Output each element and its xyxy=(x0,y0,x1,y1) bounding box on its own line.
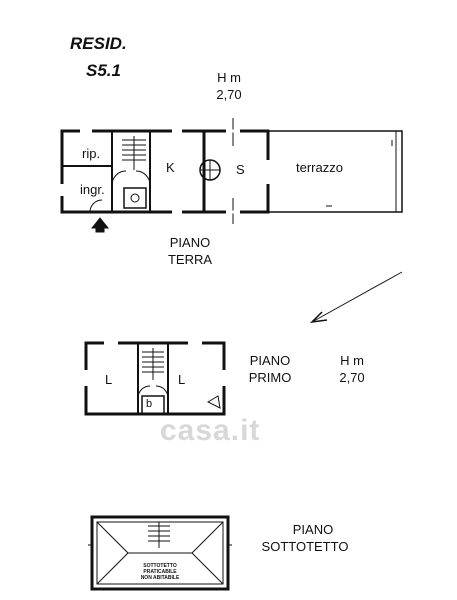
ground-height-value: 2,70 xyxy=(216,87,242,102)
room-b: b xyxy=(146,398,153,410)
first-floor-name-1: PIANO xyxy=(249,353,291,368)
attic-note-line-1: SOTTOTETTO xyxy=(143,563,177,569)
attic-note-line-2: PRATICABILE xyxy=(143,569,177,575)
attic-floor-name-1: PIANO xyxy=(292,522,334,537)
ground-floor-name-2: TERRA xyxy=(167,252,213,267)
attic-note-line-3: NON ABITABILE xyxy=(140,575,180,581)
ground-stair xyxy=(122,136,146,170)
room-ingr: ingr. xyxy=(80,182,105,197)
attic-floor-name-2: SOTTOTETTO xyxy=(261,539,349,554)
ground-floor-plan xyxy=(60,118,403,233)
room-terrazzo: terrazzo xyxy=(296,160,343,175)
first-floor-plan xyxy=(84,341,226,416)
unit-code: S5.1 xyxy=(86,61,121,80)
residence-code: RESID. xyxy=(70,34,127,53)
direction-arrow xyxy=(309,271,403,324)
attic-floor-plan xyxy=(88,515,232,591)
room-l-left: L xyxy=(105,372,113,387)
room-rip: rip. xyxy=(82,146,101,161)
first-height-label: H m xyxy=(340,353,364,368)
ground-floor-name-1: PIANO xyxy=(169,235,211,250)
ground-height-label: H m xyxy=(217,70,241,85)
attic-note: SOTTOTETTO PRATICABILE NON ABITABILE xyxy=(130,563,190,581)
first-floor-name-2: PRIMO xyxy=(248,370,292,385)
watermark-text: casa.it xyxy=(160,414,261,447)
room-l-right: L xyxy=(178,372,186,387)
room-s: S xyxy=(236,162,245,177)
room-k: K xyxy=(166,160,175,175)
first-height-value: 2,70 xyxy=(339,370,365,385)
